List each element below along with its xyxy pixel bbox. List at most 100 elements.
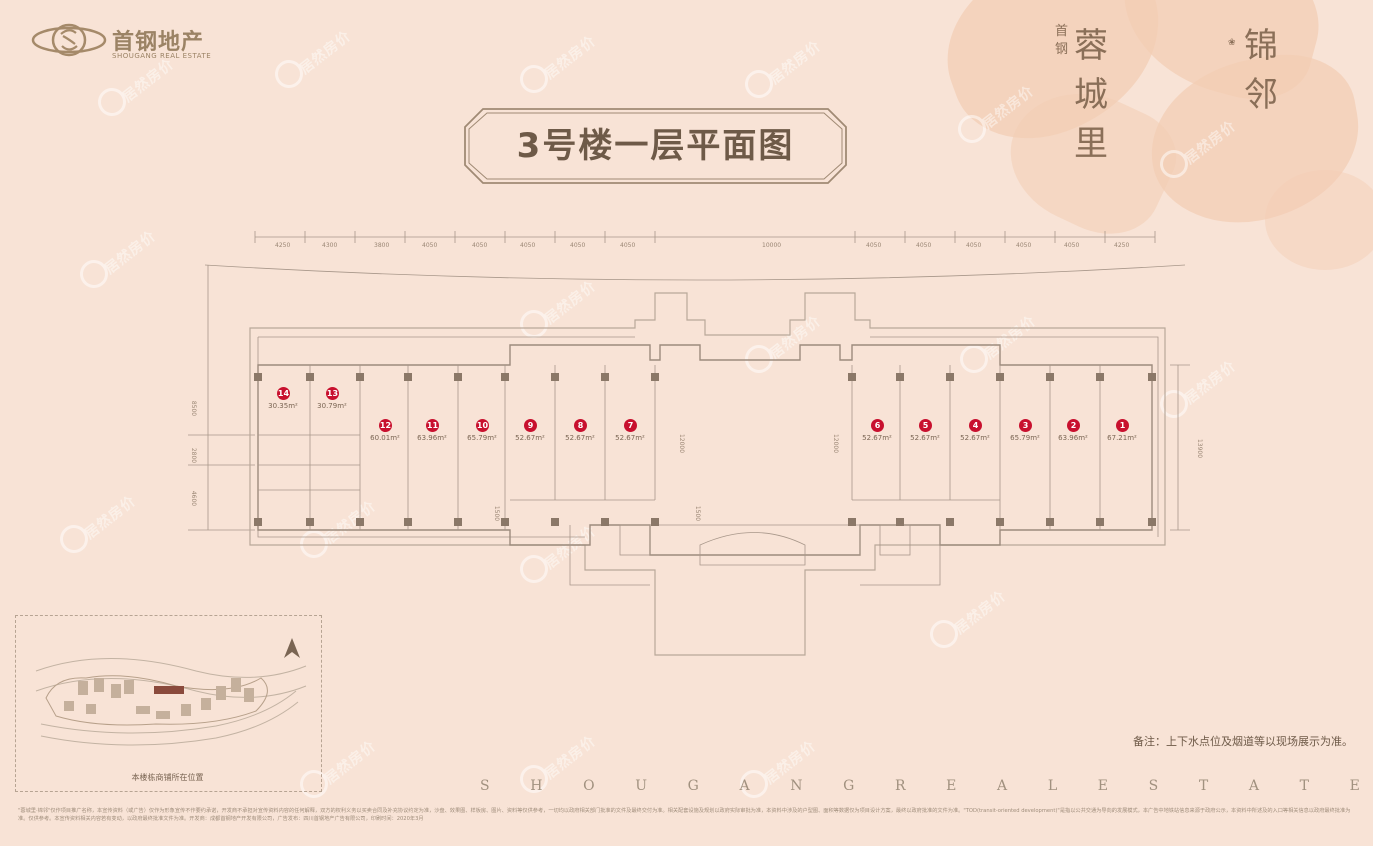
structural-column xyxy=(254,518,262,526)
dimension-label: 3800 xyxy=(374,242,390,249)
structural-column xyxy=(404,518,412,526)
location-key-map xyxy=(15,615,322,792)
watermark-text: 居然房价 xyxy=(82,493,140,543)
brand-letter: S xyxy=(1148,778,1159,794)
developer-name-en: SHOUGANG REAL ESTATE xyxy=(112,52,212,60)
project-prefix-2: 钢 xyxy=(1055,42,1069,57)
dimension-label: 4050 xyxy=(570,242,586,249)
unit-area-label: 52.67m² xyxy=(615,434,645,442)
unit-number-badge: 2 xyxy=(1067,419,1080,432)
structural-column xyxy=(1046,373,1054,381)
brand-letter: U xyxy=(635,778,648,794)
structural-column xyxy=(356,518,364,526)
brand-letter: S xyxy=(480,778,490,794)
structural-column xyxy=(1096,373,1104,381)
developer-logo-icon xyxy=(31,23,107,57)
brand-letter: A xyxy=(739,778,750,794)
north-arrow-icon xyxy=(284,638,300,658)
dimension-label: 12000 xyxy=(832,433,840,454)
brand-letter: O xyxy=(583,778,595,794)
unit-area-label: 52.67m² xyxy=(960,434,990,442)
site-plan-sketch xyxy=(35,638,307,746)
unit-number-badge: 4 xyxy=(969,419,982,432)
unit-area-label: 52.67m² xyxy=(862,434,892,442)
unit-number-badge: 1 xyxy=(1116,419,1129,432)
structural-column xyxy=(454,373,462,381)
dimension-label: 12000 xyxy=(678,433,686,454)
dimension-label: 1500 xyxy=(694,505,702,522)
structural-column xyxy=(1046,518,1054,526)
dimension-label: 10000 xyxy=(762,242,782,249)
floor-plan xyxy=(188,231,1190,656)
structural-column xyxy=(601,518,609,526)
unit-area-label: 30.79m² xyxy=(317,402,347,410)
structural-column xyxy=(996,373,1004,381)
structural-column xyxy=(848,518,856,526)
brand-letter: E xyxy=(946,778,957,794)
note: 备注：上下水点位及烟道等以现场展示为准。 xyxy=(1133,735,1353,748)
unit-number-badge: 7 xyxy=(624,419,637,432)
structural-column xyxy=(501,373,509,381)
unit-area-label: 67.21m² xyxy=(1107,434,1137,442)
unit-area-label: 65.79m² xyxy=(467,434,497,442)
brand-letter: N xyxy=(790,778,803,794)
project-name: 蓉城里 xyxy=(1074,26,1110,164)
structural-column xyxy=(501,518,509,526)
unit-area-label: 60.01m² xyxy=(370,434,400,442)
unit-number-badge: 9 xyxy=(524,419,537,432)
structural-column xyxy=(996,518,1004,526)
decorative-petal xyxy=(1265,170,1373,270)
structural-column xyxy=(946,518,954,526)
structural-column xyxy=(946,373,954,381)
structural-column xyxy=(848,373,856,381)
unit-area-label: 63.96m² xyxy=(1058,434,1088,442)
brand-letter: A xyxy=(997,778,1008,794)
structural-column xyxy=(306,518,314,526)
dimension-label: 4050 xyxy=(620,242,636,249)
legal-disclaimer: "蓉城里·锦邻"仅作项目推广名称，本宣传资料（或广告）仅作为形象宣传不作要约承诺… xyxy=(18,808,1351,822)
brand-letter: G xyxy=(843,778,855,794)
unit-area-label: 52.67m² xyxy=(515,434,545,442)
structural-column xyxy=(651,518,659,526)
watermark-text: 居然房价 xyxy=(322,738,380,788)
dimension-label: 4250 xyxy=(275,242,291,249)
watermark-text: 居然房价 xyxy=(102,228,160,278)
dimension-label: 4050 xyxy=(866,242,882,249)
unit-area-label: 65.79m² xyxy=(1010,434,1040,442)
dimension-label: 8500 xyxy=(190,400,198,417)
watermark-text: 居然房价 xyxy=(120,56,178,106)
developer-name: 首钢地产 xyxy=(112,30,205,55)
watermark-text: 居然房价 xyxy=(542,33,600,83)
dimension-label: 4050 xyxy=(472,242,488,249)
unit-number-badge: 3 xyxy=(1019,419,1032,432)
page-title: 3号楼一层平面图 xyxy=(516,126,795,166)
unit-area-label: 52.67m² xyxy=(910,434,940,442)
key-map-caption: 本楼栋商铺所在位置 xyxy=(131,773,204,782)
structural-column xyxy=(551,518,559,526)
dimension-label: 4050 xyxy=(1064,242,1080,249)
brand-letter: T xyxy=(1198,778,1209,794)
unit-number-badge: 13 xyxy=(326,387,339,400)
watermark-text: 居然房价 xyxy=(767,38,825,88)
structural-column xyxy=(651,373,659,381)
structural-column xyxy=(1148,518,1156,526)
unit-number-badge: 11 xyxy=(426,419,439,432)
unit-number-badge: 14 xyxy=(277,387,290,400)
dimension-label: 4250 xyxy=(1114,242,1130,249)
watermark-text: 居然房价 xyxy=(542,733,600,783)
structural-column xyxy=(601,373,609,381)
structural-column xyxy=(404,373,412,381)
dimension-label: 4600 xyxy=(190,490,198,507)
dimension-label: 4050 xyxy=(422,242,438,249)
brand-letter: L xyxy=(1047,778,1058,794)
dimension-label: 1500 xyxy=(493,505,501,522)
dimension-label: 4050 xyxy=(1016,242,1032,249)
brand-letter: H xyxy=(530,778,543,794)
brand-letter: G xyxy=(687,778,699,794)
brand-letter: A xyxy=(1248,778,1259,794)
structural-column xyxy=(551,373,559,381)
structural-column xyxy=(356,373,364,381)
unit-area-label: 63.96m² xyxy=(417,434,447,442)
project-prefix-1: 首 xyxy=(1055,24,1069,39)
structural-column xyxy=(254,373,262,381)
